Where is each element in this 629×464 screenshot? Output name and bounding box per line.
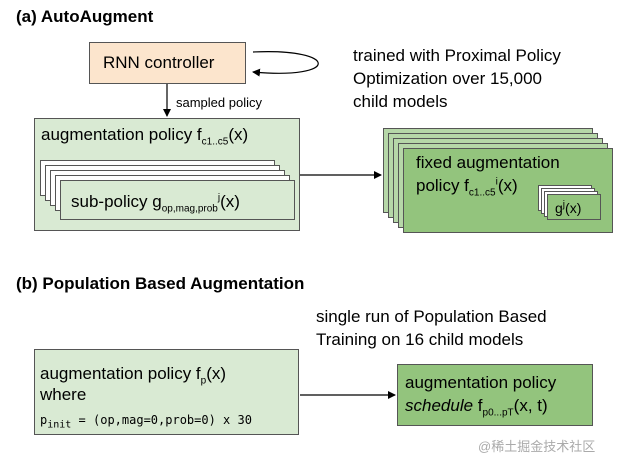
rnn-controller-label: RNN controller xyxy=(103,53,215,72)
section-a-title: (a) AutoAugment xyxy=(16,7,154,26)
single-run-note-line-1: single run of Population Based xyxy=(316,307,547,326)
pba-policy-line-2: where xyxy=(40,385,87,404)
trained-note-line-1: trained with Proximal Policy xyxy=(353,46,561,65)
augmentation-policy-label: augmentation policy fc1..c5(x) xyxy=(41,125,249,148)
section-b-title: (b) Population Based Augmentation xyxy=(16,274,305,293)
rnn-controller-box: RNN controller xyxy=(89,42,246,84)
feedback-arrow xyxy=(252,51,319,77)
sub-policy-label: sub-policy gop,mag,probj(x) xyxy=(71,192,240,215)
single-run-note-line-2: Training on 16 child models xyxy=(316,330,524,349)
fixed-policy-line-1: fixed augmentation xyxy=(416,153,560,172)
g-box: gj(x) xyxy=(547,194,601,220)
pba-policy-line-1: augmentation policy fp(x) xyxy=(40,364,227,387)
schedule-box: augmentation policy schedule fp0...pT(x,… xyxy=(397,364,593,426)
trained-note-line-3: child models xyxy=(353,92,448,111)
g-label: gj(x) xyxy=(555,199,582,216)
pba-policy-box: augmentation policy fp(x) where pinit = … xyxy=(34,349,299,435)
watermark: @稀土掘金技术社区 xyxy=(478,439,596,454)
trained-note-line-2: Optimization over 15,000 xyxy=(353,69,542,88)
schedule-line-1: augmentation policy xyxy=(405,373,557,392)
schedule-line-2: schedule fp0...pT(x, t) xyxy=(405,396,548,419)
pba-policy-init: pinit = (op,mag=0,prob=0) x 30 xyxy=(40,413,252,431)
sub-policy-box: sub-policy gop,mag,probj(x) xyxy=(60,180,295,220)
fixed-policy-line-2: policy fc1..c5i(x) xyxy=(416,176,518,199)
sampled-policy-label: sampled policy xyxy=(176,95,262,110)
